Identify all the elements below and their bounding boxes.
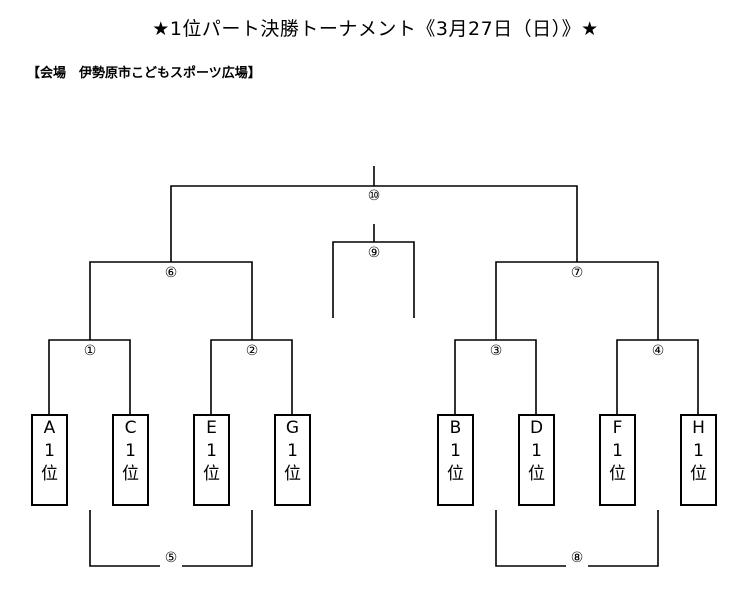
team-rank: 1 (531, 441, 542, 461)
team-letter: B (449, 418, 462, 438)
match-label-2: ② (241, 342, 263, 360)
team-rank-suffix: 位 (528, 464, 545, 484)
page-title: ★1位パート決勝トーナメント《3月27日（日）》★ (152, 18, 599, 40)
team-box-d: D 1 位 (518, 414, 555, 506)
team-box-a: A 1 位 (31, 414, 68, 506)
team-rank-suffix: 位 (284, 464, 301, 484)
team-rank: 1 (206, 441, 217, 461)
team-letter: F (612, 418, 623, 438)
match-label-5: ⑤ (160, 549, 182, 567)
team-rank-suffix: 位 (203, 464, 220, 484)
team-letter: G (285, 418, 300, 438)
team-rank-suffix: 位 (609, 464, 626, 484)
team-rank: 1 (287, 441, 298, 461)
team-letter: A (43, 418, 56, 438)
team-box-e: E 1 位 (193, 414, 230, 506)
team-box-c: C 1 位 (112, 414, 149, 506)
team-rank-suffix: 位 (690, 464, 707, 484)
team-letter: E (206, 418, 217, 438)
match-label-3: ③ (485, 342, 507, 360)
venue-label: 【会場 伊勢原市こどもスポーツ広場】 (27, 66, 261, 81)
team-rank: 1 (693, 441, 704, 461)
team-box-g: G 1 位 (274, 414, 311, 506)
team-letter: H (692, 418, 705, 438)
team-box-f: F 1 位 (599, 414, 636, 506)
team-rank-suffix: 位 (122, 464, 139, 484)
team-letter: C (124, 418, 137, 438)
match-label-4: ④ (647, 342, 669, 360)
team-rank: 1 (612, 441, 623, 461)
team-rank-suffix: 位 (447, 464, 464, 484)
team-box-b: B 1 位 (437, 414, 474, 506)
team-rank-suffix: 位 (41, 464, 58, 484)
match-label-1: ① (79, 342, 101, 360)
match-label-7: ⑦ (566, 264, 588, 282)
team-box-h: H 1 位 (680, 414, 717, 506)
team-rank: 1 (450, 441, 461, 461)
match-label-10: ⑩ (363, 187, 385, 205)
match-label-6: ⑥ (160, 264, 182, 282)
match-label-9: ⑨ (363, 244, 385, 262)
team-rank: 1 (125, 441, 136, 461)
team-rank: 1 (44, 441, 55, 461)
match-label-8: ⑧ (566, 549, 588, 567)
team-letter: D (529, 418, 544, 438)
